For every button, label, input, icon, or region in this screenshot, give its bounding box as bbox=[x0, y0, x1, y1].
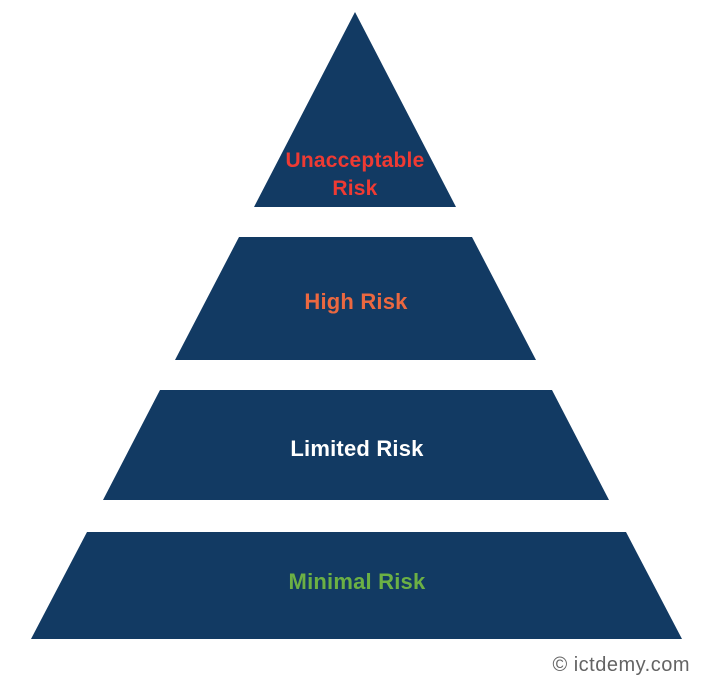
tier-unacceptable-risk: Unacceptable Risk bbox=[254, 12, 456, 207]
pyramid-tier-shape-high bbox=[175, 237, 536, 360]
tier-limited-risk: Limited Risk bbox=[103, 390, 609, 500]
tier-label-limited: Limited Risk bbox=[290, 436, 424, 461]
tier-label-high: High Risk bbox=[304, 289, 408, 314]
tier-label-unacceptable-line2: Risk bbox=[332, 177, 377, 200]
pyramid-tier-shape-minimal bbox=[31, 532, 682, 639]
pyramid-tier-shape-limited bbox=[103, 390, 609, 500]
watermark-text: © ictdemy.com bbox=[552, 654, 690, 676]
tier-minimal-risk: Minimal Risk bbox=[31, 532, 682, 639]
tier-high-risk: High Risk bbox=[175, 237, 536, 360]
tier-label-minimal: Minimal Risk bbox=[289, 569, 426, 594]
pyramid-tier-shape-unacceptable bbox=[254, 12, 456, 207]
tier-label-unacceptable-line1: Unacceptable bbox=[286, 149, 425, 172]
